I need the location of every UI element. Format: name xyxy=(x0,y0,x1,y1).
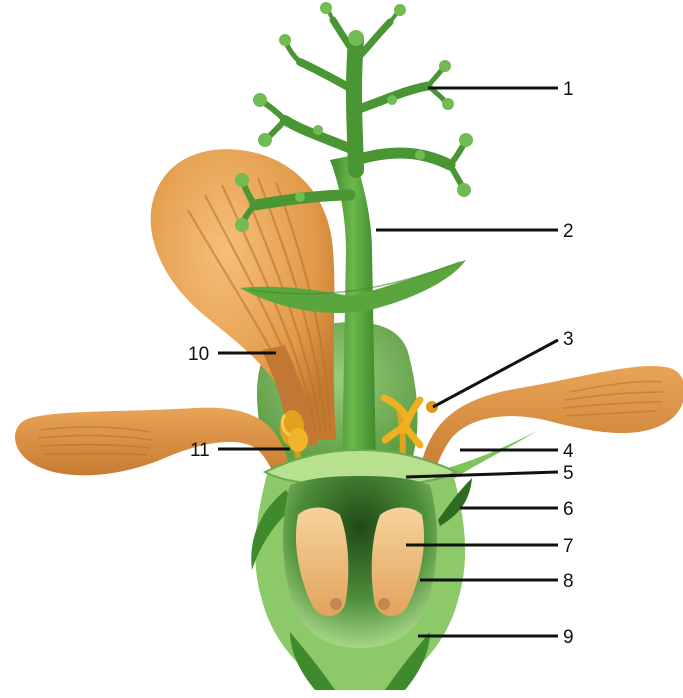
label-6-group: 6 xyxy=(460,499,574,520)
label-2: 2 xyxy=(563,221,574,242)
label-4: 4 xyxy=(563,441,574,462)
label-3: 3 xyxy=(563,329,574,350)
label-7: 7 xyxy=(563,536,574,557)
label-6: 6 xyxy=(563,499,574,520)
label-8: 8 xyxy=(563,571,574,592)
label-10: 10 xyxy=(188,344,209,365)
label-11: 11 xyxy=(190,440,210,461)
label-9: 9 xyxy=(563,627,574,648)
label-1-group: 1 xyxy=(428,79,574,100)
label-5: 5 xyxy=(563,463,574,484)
label-1: 1 xyxy=(563,79,574,100)
left-petal xyxy=(15,408,290,478)
right-petal xyxy=(420,366,683,478)
label-2-group: 2 xyxy=(376,221,574,242)
